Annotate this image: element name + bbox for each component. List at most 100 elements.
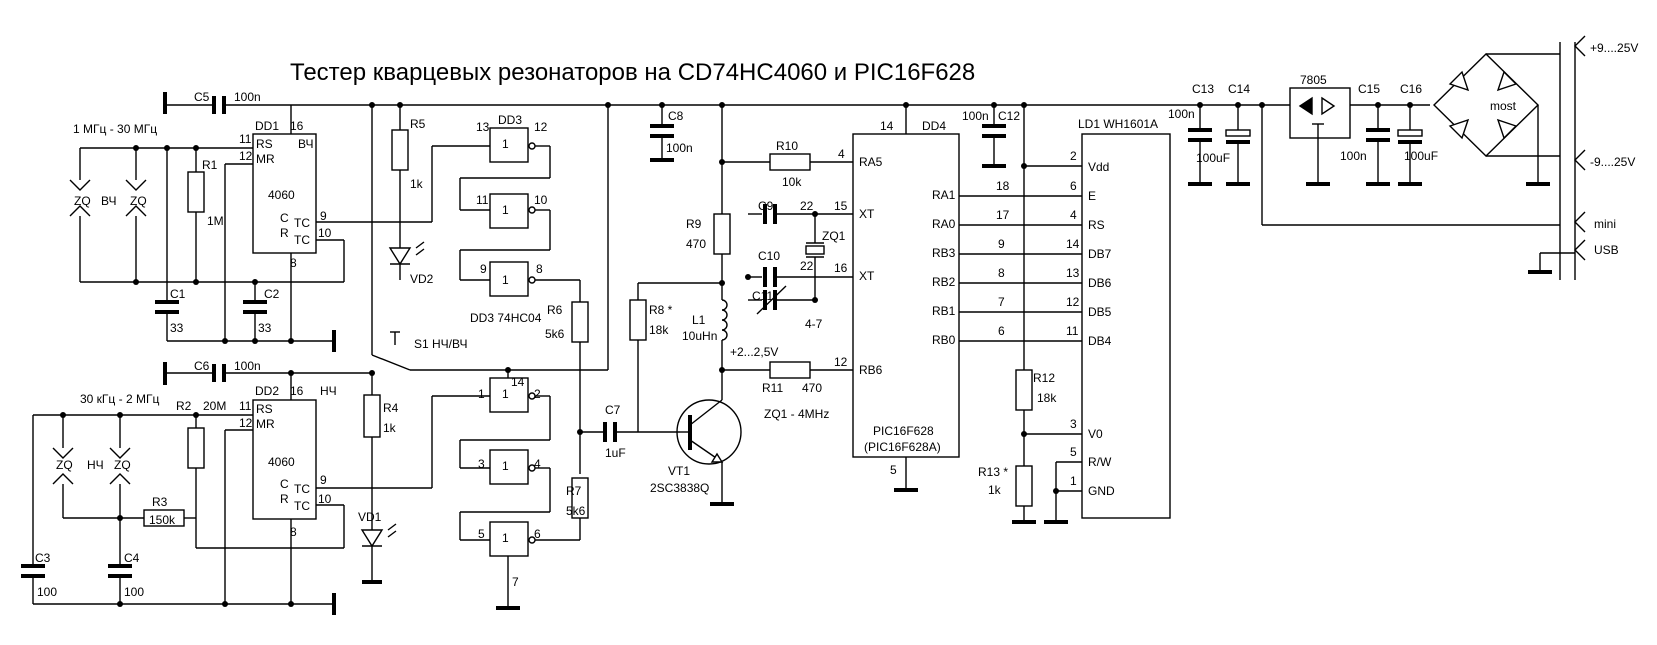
svg-text:100uF: 100uF bbox=[1196, 151, 1230, 165]
svg-text:TC: TC bbox=[294, 233, 310, 247]
svg-text:5k6: 5k6 bbox=[545, 327, 565, 341]
svg-text:3: 3 bbox=[1070, 417, 1077, 431]
svg-text:16: 16 bbox=[834, 261, 848, 275]
svg-text:1uF: 1uF bbox=[605, 446, 626, 460]
svg-text:4: 4 bbox=[534, 457, 541, 471]
svg-text:R13 *: R13 * bbox=[978, 465, 1008, 479]
svg-text:C7: C7 bbox=[605, 403, 621, 417]
svg-text:ZQ: ZQ bbox=[130, 194, 147, 208]
svg-text:1M: 1M bbox=[207, 214, 224, 228]
svg-text:5: 5 bbox=[478, 527, 485, 541]
zq1-note: ZQ1 - 4MHz bbox=[764, 407, 829, 421]
svg-text:R10: R10 bbox=[776, 139, 798, 153]
usb-label-2: USB bbox=[1594, 243, 1619, 257]
dd1-chip: 4060 bbox=[268, 188, 295, 202]
svg-text:R: R bbox=[280, 226, 289, 240]
pic-dd4 bbox=[852, 105, 960, 492]
svg-text:1k: 1k bbox=[988, 483, 1002, 497]
svg-text:22: 22 bbox=[800, 199, 814, 213]
svg-text:RA0: RA0 bbox=[932, 217, 956, 231]
svg-text:DB6: DB6 bbox=[1088, 276, 1112, 290]
bias-voltage: +2...2,5V bbox=[730, 345, 778, 359]
svg-text:1: 1 bbox=[502, 531, 509, 545]
svg-text:MR: MR bbox=[256, 417, 275, 431]
svg-text:10: 10 bbox=[318, 492, 332, 506]
svg-text:C: C bbox=[280, 211, 289, 225]
svg-text:DB5: DB5 bbox=[1088, 305, 1112, 319]
c12-cap bbox=[982, 105, 1006, 168]
svg-text:14: 14 bbox=[880, 119, 894, 133]
svg-text:18k: 18k bbox=[649, 323, 669, 337]
svg-text:TC: TC bbox=[294, 216, 310, 230]
schematic-title: Тестер кварцевых резонаторов на CD74HC40… bbox=[290, 59, 975, 86]
svg-text:10k: 10k bbox=[782, 175, 802, 189]
svg-text:R3: R3 bbox=[152, 495, 168, 509]
svg-text:33: 33 bbox=[170, 321, 184, 335]
svg-text:RA5: RA5 bbox=[859, 155, 883, 169]
supply-minus: -9....25V bbox=[1590, 155, 1635, 169]
svg-text:L1: L1 bbox=[692, 313, 706, 327]
svg-text:9: 9 bbox=[320, 473, 327, 487]
svg-text:100uF: 100uF bbox=[1404, 149, 1438, 163]
svg-text:R2: R2 bbox=[176, 399, 192, 413]
svg-text:XT: XT bbox=[859, 207, 875, 221]
svg-text:C4: C4 bbox=[124, 551, 140, 565]
svg-text:8: 8 bbox=[536, 262, 543, 276]
svg-text:C3: C3 bbox=[35, 551, 51, 565]
svg-text:7: 7 bbox=[512, 575, 519, 589]
svg-text:RA1: RA1 bbox=[932, 188, 956, 202]
svg-text:R11: R11 bbox=[762, 381, 783, 395]
c6-rail bbox=[163, 362, 372, 385]
svg-text:R7: R7 bbox=[566, 484, 582, 498]
r4-vd1-branch bbox=[360, 373, 397, 584]
svg-text:100: 100 bbox=[124, 585, 144, 599]
svg-text:R12: R12 bbox=[1033, 371, 1055, 385]
dd1-name: DD1 bbox=[255, 119, 279, 133]
svg-text:C: C bbox=[280, 477, 289, 491]
pic-alt: (PIC16F628A) bbox=[864, 440, 941, 454]
svg-text:100n: 100n bbox=[1340, 149, 1367, 163]
svg-text:20M: 20M bbox=[203, 399, 226, 413]
svg-text:1: 1 bbox=[502, 459, 509, 473]
svg-text:1: 1 bbox=[478, 387, 485, 401]
svg-text:ZQ: ZQ bbox=[56, 458, 73, 472]
c5-label: C5 bbox=[194, 90, 210, 104]
c5-value: 100n bbox=[234, 90, 261, 104]
svg-text:C12: C12 bbox=[998, 109, 1020, 123]
svg-text:C13: C13 bbox=[1192, 82, 1214, 96]
svg-text:RB1: RB1 bbox=[932, 304, 956, 318]
r5-vd2-branch bbox=[388, 105, 425, 280]
svg-text:R9: R9 bbox=[686, 217, 702, 231]
svg-text:C16: C16 bbox=[1400, 82, 1422, 96]
svg-text:C10: C10 bbox=[758, 249, 780, 263]
svg-text:150k: 150k bbox=[149, 513, 176, 527]
svg-text:100: 100 bbox=[37, 585, 57, 599]
svg-text:15: 15 bbox=[834, 199, 848, 213]
svg-text:TC: TC bbox=[294, 482, 310, 496]
svg-text:C14: C14 bbox=[1228, 82, 1250, 96]
range-lf: 30 кГц - 2 МГц bbox=[80, 392, 159, 406]
vd1-label: VD1 bbox=[358, 510, 382, 524]
svg-text:R1: R1 bbox=[202, 158, 218, 172]
svg-text:VT1: VT1 bbox=[668, 464, 690, 478]
svg-text:E: E bbox=[1088, 189, 1096, 203]
dd1-type: ВЧ bbox=[298, 137, 313, 151]
svg-text:DB7: DB7 bbox=[1088, 247, 1112, 261]
svg-text:ВЧ: ВЧ bbox=[101, 194, 116, 208]
svg-text:1: 1 bbox=[502, 387, 509, 401]
svg-text:4: 4 bbox=[1070, 208, 1077, 222]
svg-text:RB6: RB6 bbox=[859, 363, 883, 377]
svg-text:C15: C15 bbox=[1358, 82, 1380, 96]
svg-text:12: 12 bbox=[834, 355, 848, 369]
dd2-type: НЧ bbox=[320, 384, 337, 398]
dd3-bottom-inverters bbox=[316, 370, 589, 610]
svg-text:9: 9 bbox=[480, 262, 487, 276]
svg-text:C1: C1 bbox=[170, 287, 186, 301]
svg-text:100n: 100n bbox=[234, 359, 261, 373]
svg-text:8: 8 bbox=[998, 266, 1005, 280]
regulator-label: 7805 bbox=[1300, 73, 1327, 87]
range-hf: 1 МГц - 30 МГц bbox=[73, 122, 157, 136]
svg-text:4-7: 4-7 bbox=[805, 317, 823, 331]
bridge-label: most bbox=[1490, 99, 1517, 113]
